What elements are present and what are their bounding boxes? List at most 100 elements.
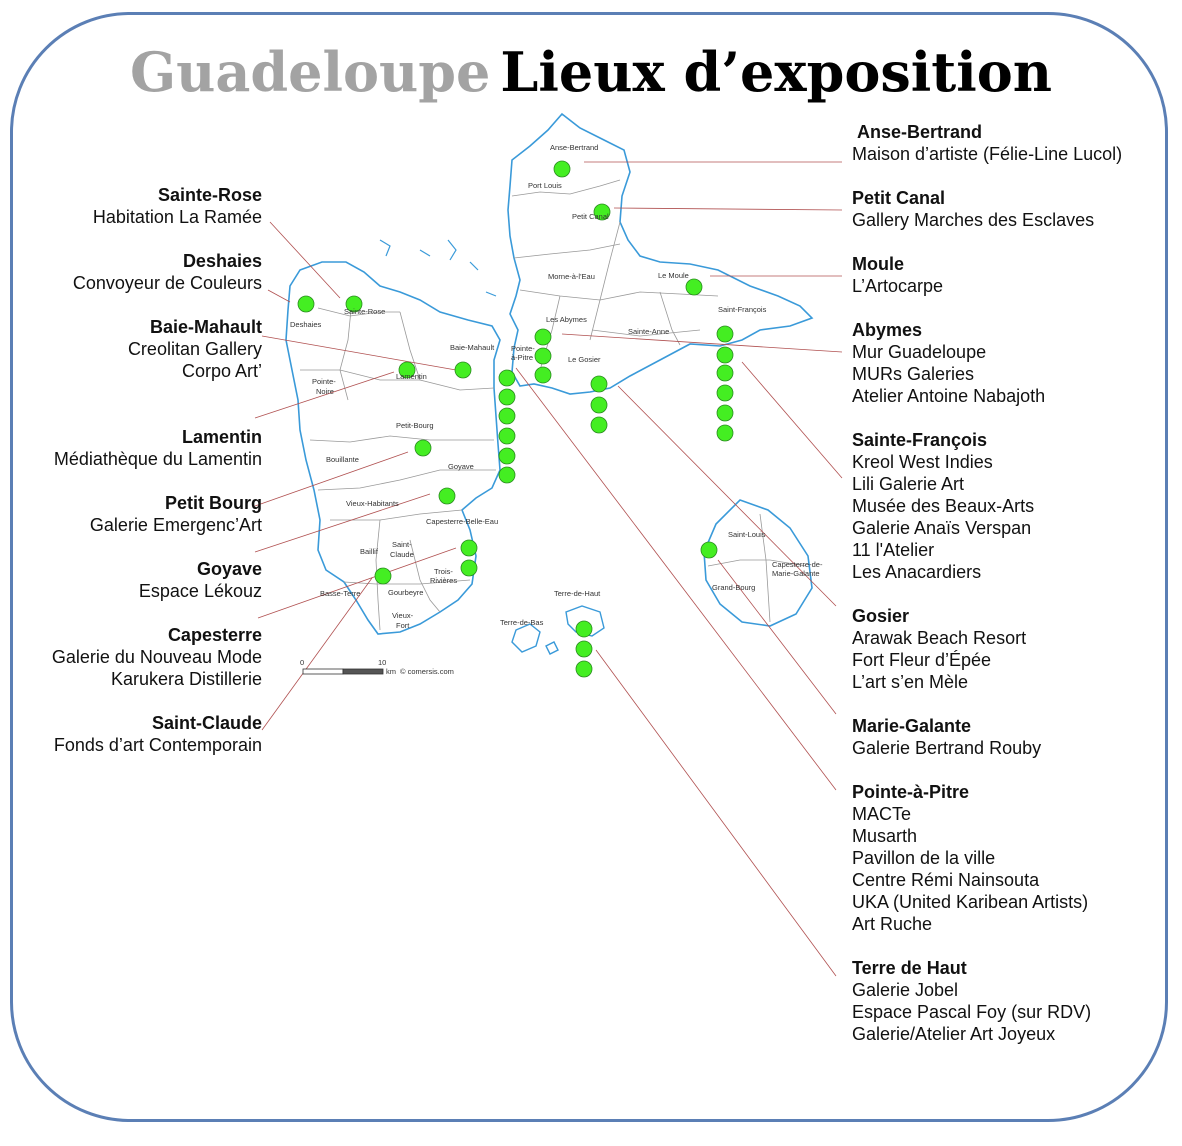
marker-saint-francois-5[interactable]: [716, 404, 734, 422]
map-label-capesterre: Capesterre-Belle-Eau: [426, 517, 498, 526]
venue-markers: [297, 160, 734, 678]
venue-name: Centre Rémi Nainsouta: [852, 870, 1040, 890]
map-label-port-louis: Port Louis: [528, 181, 562, 190]
venue-name: Galerie/Atelier Art Joyeux: [852, 1024, 1056, 1044]
basse-terre-island: [285, 261, 501, 635]
venue-name: Kreol West Indies: [852, 452, 993, 472]
islets: [379, 239, 497, 297]
marker-capesterre-2[interactable]: [460, 559, 478, 577]
marker-saint-claude[interactable]: [374, 567, 392, 585]
scale-bar: 0 10 km © comersis.com: [300, 658, 454, 676]
venue-name: Convoyeur de Couleurs: [72, 273, 262, 293]
marker-gosier-2[interactable]: [590, 396, 608, 414]
venue-name: MACTe: [852, 804, 912, 824]
venue-name: Galerie Bertrand Rouby: [852, 738, 1042, 758]
map-label-pointe-a-pitre-2: à-Pitre: [511, 353, 533, 362]
commune-name: Capesterre: [167, 625, 262, 645]
map-label-sainte-rose: Sainte-Rose: [344, 307, 385, 316]
marker-pointe-a-pitre-5[interactable]: [498, 447, 516, 465]
marker-petit-canal[interactable]: [593, 203, 611, 221]
commune-name: Petit Bourg: [165, 493, 262, 513]
map-label-vieux-fort-2: Fort: [396, 621, 410, 630]
marker-gosier-1[interactable]: [590, 375, 608, 393]
map-label-bouillante: Bouillante: [326, 455, 359, 464]
map-label-pointe-noire-1: Pointe-: [312, 377, 336, 386]
venue-name: Gallery Marches des Esclaves: [852, 210, 1095, 230]
marker-saint-francois-4[interactable]: [716, 384, 734, 402]
map-label-le-moule: Le Moule: [658, 271, 689, 280]
marker-abymes-3[interactable]: [534, 366, 552, 384]
commune-borders: [300, 179, 719, 631]
venue-name: Lili Galerie Art: [852, 474, 965, 494]
marker-pointe-a-pitre-1[interactable]: [498, 369, 516, 387]
venue-name: 11 l'Atelier: [852, 540, 935, 560]
marker-anse-bertrand[interactable]: [553, 160, 571, 178]
commune-name: Lamentin: [181, 427, 262, 447]
commune-name: Petit Canal: [852, 188, 946, 208]
marker-abymes-1[interactable]: [534, 328, 552, 346]
venue-name: Arawak Beach Resort: [852, 628, 1027, 648]
marker-saint-francois-3[interactable]: [716, 364, 734, 382]
marker-capesterre-1[interactable]: [460, 539, 478, 557]
venue-name: Galerie Jobel: [852, 980, 959, 1000]
venue-name: Fort Fleur d’Épée: [852, 650, 992, 670]
map-label-morne-a-l-eau: Morne-à-l'Eau: [548, 272, 595, 281]
commune-name: Sainte-François: [852, 430, 988, 450]
marker-pointe-a-pitre-4[interactable]: [498, 427, 516, 445]
label-baie-mahault: Baie-Mahault Creolitan Gallery Corpo Art…: [128, 316, 262, 382]
marker-petit-bourg[interactable]: [414, 439, 432, 457]
marker-pointe-a-pitre-3[interactable]: [498, 407, 516, 425]
label-capesterre: Capesterre Galerie du Nouveau Mode Karuk…: [52, 624, 262, 690]
map-label-pointe-a-pitre-1: Pointe-: [511, 344, 535, 353]
marker-saint-francois-1[interactable]: [716, 325, 734, 343]
label-petit-canal: Petit Canal Gallery Marches des Esclaves: [852, 187, 1094, 231]
marker-saint-francois-6[interactable]: [716, 424, 734, 442]
title-region: Guadeloupe: [129, 40, 491, 104]
marker-marie-galante[interactable]: [700, 541, 718, 559]
title-subject: Lieux d’exposition: [500, 40, 1053, 104]
marker-goyave[interactable]: [438, 487, 456, 505]
rounded-frame: [10, 12, 1168, 1122]
marker-baie-mahault-1[interactable]: [454, 361, 472, 379]
venue-name: Les Anacardiers: [852, 562, 982, 582]
venue-name: Art Ruche: [852, 914, 933, 934]
map-credit: © comersis.com: [400, 667, 454, 676]
marker-pointe-a-pitre-2[interactable]: [498, 388, 516, 406]
map-label-grand-bourg: Grand-Bourg: [712, 583, 755, 592]
marker-terre-de-haut-2[interactable]: [575, 640, 593, 658]
map-label-le-gosier: Le Gosier: [568, 355, 601, 364]
marker-pointe-a-pitre-6[interactable]: [498, 466, 516, 484]
venue-name: Maison d’artiste (Félie-Line Lucol): [852, 144, 1123, 164]
venue-name: Karukera Distillerie: [110, 669, 262, 689]
marker-abymes-2[interactable]: [534, 347, 552, 365]
marker-saint-francois-2[interactable]: [716, 346, 734, 364]
commune-name: Goyave: [196, 559, 262, 579]
map-label-vieux-habitants: Vieux-Habitants: [346, 499, 399, 508]
marie-galante-borders: [707, 513, 807, 623]
marker-lamentin[interactable]: [398, 361, 416, 379]
marker-terre-de-haut-1[interactable]: [575, 620, 593, 638]
map-label-terre-de-haut: Terre-de-Haut: [554, 589, 601, 598]
map-label-saint-claude-2: Claude: [390, 550, 414, 559]
venue-name: Galerie Emergenc’Art: [89, 515, 262, 535]
venue-name: Fonds d’art Contemporain: [53, 735, 262, 755]
map-label-saint-louis: Saint-Louis: [728, 530, 766, 539]
scale-ten: 10: [378, 658, 386, 667]
marker-sainte-rose[interactable]: [345, 295, 363, 313]
marker-deshaies[interactable]: [297, 295, 315, 313]
marker-terre-de-haut-3[interactable]: [575, 660, 593, 678]
commune-name: Sainte-Rose: [157, 185, 262, 205]
commune-name: Gosier: [852, 606, 910, 626]
venue-name: Habitation La Ramée: [92, 207, 262, 227]
label-marie-galante: Marie-Galante Galerie Bertrand Rouby: [852, 715, 1041, 759]
map-label-les-abymes: Les Abymes: [546, 315, 587, 324]
map-label-capesterre-mg-1: Capesterre-de-: [772, 560, 823, 569]
venue-name: Creolitan Gallery: [127, 339, 262, 359]
marker-moule[interactable]: [685, 278, 703, 296]
venue-name: Espace Pascal Foy (sur RDV): [852, 1002, 1092, 1022]
map-label-saint-claude-1: Saint-: [392, 540, 412, 549]
venue-name: Galerie Anaïs Verspan: [852, 518, 1032, 538]
marker-gosier-3[interactable]: [590, 416, 608, 434]
